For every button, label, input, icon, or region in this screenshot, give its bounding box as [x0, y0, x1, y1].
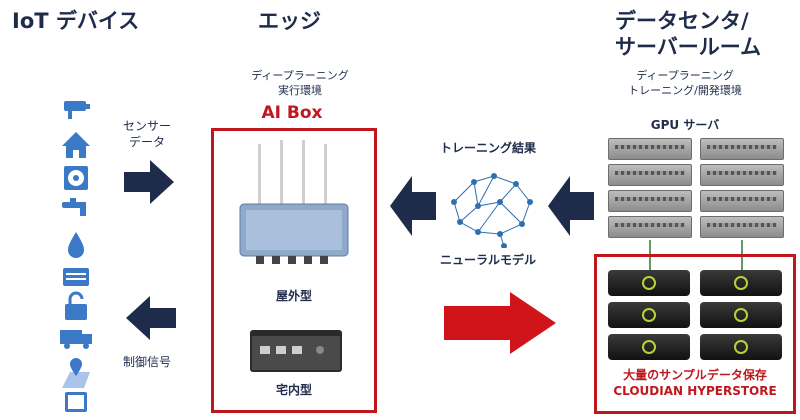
map-pin-icon	[62, 358, 90, 388]
ai-box-frame	[211, 128, 377, 413]
indoor-ai-box-image	[250, 330, 342, 372]
sensor-label-2: データ	[128, 135, 165, 149]
control-signal-arrow-icon	[126, 296, 176, 340]
training-arrow-icon	[548, 176, 594, 236]
gpu-server-unit	[700, 190, 784, 212]
gpu-server-unit	[608, 216, 692, 238]
storage-node	[700, 334, 782, 360]
ai-box-title: AI Box	[261, 103, 323, 123]
truck-icon	[60, 330, 92, 349]
outdoor-label: 屋外型	[275, 289, 312, 303]
edge-subtitle-2: 実行環境	[278, 84, 322, 97]
indoor-label: 宅内型	[275, 383, 312, 397]
storage-node	[700, 302, 782, 328]
sensor-label-1: センサー	[122, 119, 171, 133]
server-room-title: サーバールーム	[615, 35, 762, 59]
data-upload-arrow-icon	[444, 292, 556, 354]
deploy-arrow-icon	[390, 176, 436, 236]
gpu-server-unit	[700, 138, 784, 160]
storage-frame	[594, 254, 796, 414]
fan-icon	[64, 166, 88, 190]
control-signal-label: 制御信号	[122, 355, 171, 369]
edge-title: エッジ	[258, 9, 321, 33]
iot-icons-svg	[60, 101, 92, 412]
training-result-label: トレーニング結果	[439, 141, 536, 155]
outdoor-ai-box-image	[239, 140, 349, 264]
storage-node-grid	[608, 270, 784, 362]
storage-node	[608, 302, 690, 328]
dc-subtitle-2: トレーニング/開発環境	[628, 84, 742, 97]
lock-icon	[65, 291, 87, 320]
neural-model-label: ニューラルモデル	[439, 253, 536, 267]
gpu-server-label: GPU サーバ	[650, 118, 720, 132]
storage-node	[700, 270, 782, 296]
water-drop-icon	[68, 232, 84, 258]
gpu-server-unit	[608, 138, 692, 160]
air-conditioner-icon	[63, 268, 89, 286]
house-icon	[62, 132, 90, 158]
storage-label-product: CLOUDIAN HYPERSTORE	[613, 384, 777, 398]
neural-brain-icon	[451, 173, 533, 248]
sensor-data-arrow-icon	[124, 160, 174, 204]
dc-subtitle-1: ディープラーニング	[636, 69, 734, 82]
gpu-server-unit	[608, 190, 692, 212]
datacenter-title: データセンタ/	[615, 9, 749, 33]
iot-devices-title: IoT デバイス	[12, 9, 140, 33]
gpu-server-unit	[700, 216, 784, 238]
gpu-server-unit	[700, 164, 784, 186]
edge-subtitle-1: ディープラーニング	[251, 69, 349, 82]
storage-node	[608, 334, 690, 360]
gpu-server-unit	[608, 164, 692, 186]
gpu-server-rack-left	[608, 138, 692, 240]
storage-node	[608, 270, 690, 296]
tablet-icon	[65, 392, 87, 412]
faucet-icon	[62, 198, 86, 216]
camera-icon	[64, 101, 90, 119]
gpu-server-rack-right	[700, 138, 784, 240]
iot-icon-column	[56, 96, 96, 416]
storage-label-ja: 大量のサンプルデータ保存	[623, 368, 767, 382]
